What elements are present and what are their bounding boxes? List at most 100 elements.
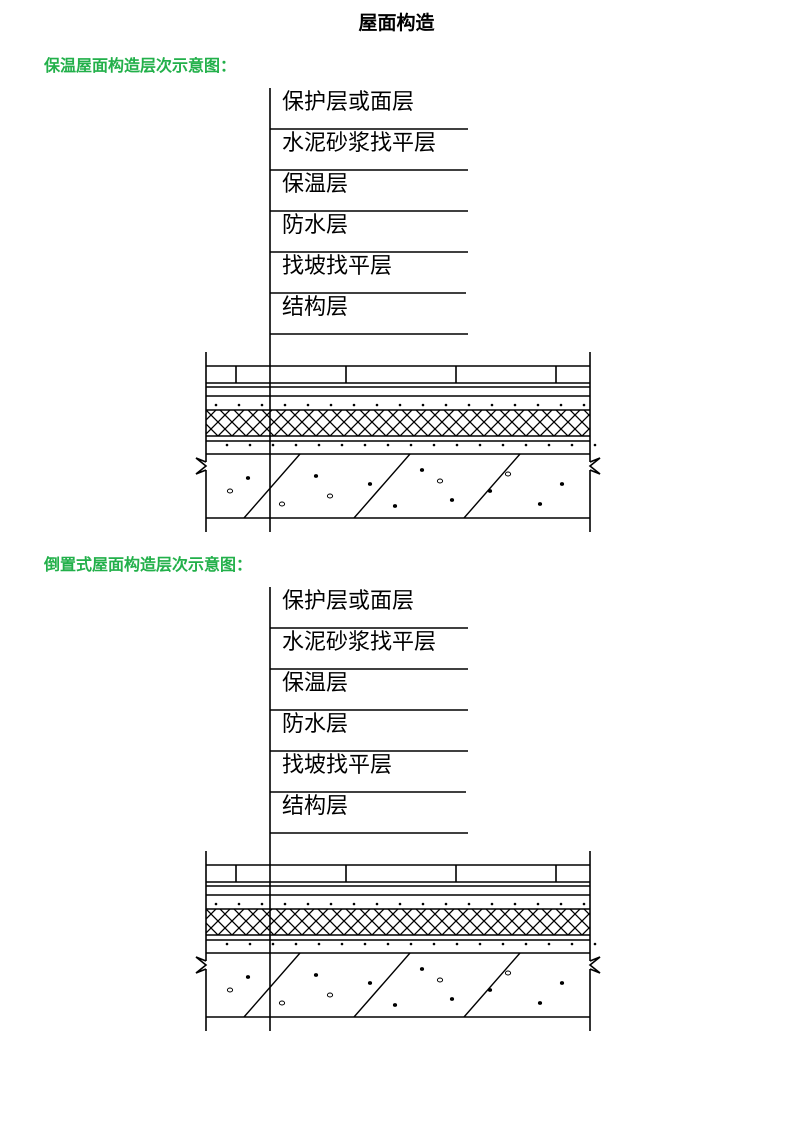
aggregate-dot (547, 942, 551, 946)
aggregate-dot (501, 942, 505, 946)
insulation-layer (206, 410, 590, 436)
aggregate-dot (214, 403, 218, 407)
aggregate-dot (547, 443, 551, 447)
aggregate-dot (421, 403, 425, 407)
aggregate-pebble (436, 977, 444, 983)
layer-label: 结构层 (282, 295, 349, 320)
layer-label: 保护层或面层 (282, 589, 415, 614)
aggregate-dot (294, 443, 298, 447)
layer-label: 水泥砂浆找平层 (282, 131, 437, 156)
aggregate-dot (317, 443, 321, 447)
aggregate-dot (559, 902, 563, 906)
break-mark (195, 457, 208, 475)
aggregate-dots (214, 902, 597, 1007)
aggregate-pebble (367, 981, 373, 985)
aggregate-dot (570, 443, 574, 447)
aggregate-dot (444, 403, 448, 407)
aggregate-dot (432, 942, 436, 946)
aggregate-dot (283, 403, 287, 407)
aggregate-dot (398, 902, 402, 906)
aggregate-dot (490, 403, 494, 407)
layer-label: 找坡找平层 (282, 753, 393, 778)
aggregate-pebble (487, 489, 493, 493)
aggregate-dot (237, 403, 241, 407)
aggregate-dot (501, 443, 505, 447)
layer-label: 保温层 (282, 671, 349, 696)
aggregate-dot (513, 403, 517, 407)
aggregate-dot (478, 942, 482, 946)
aggregate-pebble (326, 992, 334, 998)
layer-label: 保温层 (282, 172, 349, 197)
aggregate-dot (271, 443, 275, 447)
aggregate-pebble (419, 967, 425, 971)
slab-diagonal (353, 454, 411, 518)
aggregate-dot (306, 403, 310, 407)
aggregate-pebble (226, 488, 234, 494)
roof-layers-diagram: 保护层或面层 水泥砂浆找平层 保温层 防水层 找坡找平层 结构层 (190, 86, 610, 536)
aggregate-pebble (245, 975, 251, 979)
roof-layers-diagram: 保护层或面层 水泥砂浆找平层 保温层 防水层 找坡找平层 结构层 (190, 585, 610, 1035)
aggregate-dot (352, 902, 356, 906)
aggregate-pebble (559, 981, 565, 985)
aggregate-pebble (392, 504, 398, 508)
aggregate-dot (329, 403, 333, 407)
layer-label: 水泥砂浆找平层 (282, 630, 437, 655)
section-heading-insulated-roof: 保温屋面构造层次示意图： (44, 56, 237, 75)
aggregate-dot (398, 403, 402, 407)
aggregate-dot (409, 443, 413, 447)
aggregate-dot (375, 403, 379, 407)
insulation-layer (206, 909, 590, 935)
layer-label: 防水层 (282, 213, 349, 238)
aggregate-pebble (245, 476, 251, 480)
aggregate-dot (306, 902, 310, 906)
aggregate-dot (248, 942, 252, 946)
aggregate-pebble (367, 482, 373, 486)
slab-diagonal (243, 953, 301, 1017)
aggregate-pebble (419, 468, 425, 472)
aggregate-dot (352, 403, 356, 407)
aggregate-dot (421, 902, 425, 906)
layer-label: 找坡找平层 (282, 254, 393, 279)
aggregate-dot (260, 403, 264, 407)
aggregate-dot (225, 443, 229, 447)
aggregate-dot (432, 443, 436, 447)
aggregate-pebble (326, 493, 334, 499)
aggregate-dot (237, 902, 241, 906)
break-mark (588, 956, 601, 974)
aggregate-dot (386, 942, 390, 946)
aggregate-dot (248, 443, 252, 447)
aggregate-pebble (278, 1000, 286, 1006)
aggregate-dot (271, 942, 275, 946)
aggregate-dot (536, 902, 540, 906)
aggregate-pebble (226, 987, 234, 993)
aggregate-dot (467, 403, 471, 407)
aggregate-dot (455, 942, 459, 946)
aggregate-dot (582, 403, 586, 407)
break-mark (195, 956, 208, 974)
aggregate-dots (214, 403, 597, 508)
aggregate-dot (593, 942, 597, 946)
aggregate-pebble (537, 502, 543, 506)
aggregate-pebble (449, 997, 455, 1001)
roof-section-drawing (195, 88, 601, 532)
aggregate-dot (490, 902, 494, 906)
aggregate-dot (524, 443, 528, 447)
slab-diagonal (243, 454, 301, 518)
break-mark (588, 457, 601, 475)
aggregate-dot (582, 902, 586, 906)
section-heading-inverted-roof: 倒置式屋面构造层次示意图： (44, 555, 253, 574)
aggregate-pebble (559, 482, 565, 486)
layer-label: 保护层或面层 (282, 90, 415, 115)
layer-label: 防水层 (282, 712, 349, 737)
layer-label: 结构层 (282, 794, 349, 819)
aggregate-pebble (504, 471, 512, 477)
aggregate-dot (340, 443, 344, 447)
aggregate-pebble (313, 474, 319, 478)
aggregate-dot (283, 902, 287, 906)
aggregate-dot (444, 902, 448, 906)
slab-diagonal (463, 953, 521, 1017)
aggregate-dot (524, 942, 528, 946)
aggregate-pebble (278, 501, 286, 507)
structural-hatch (243, 454, 521, 518)
aggregate-dot (329, 902, 333, 906)
